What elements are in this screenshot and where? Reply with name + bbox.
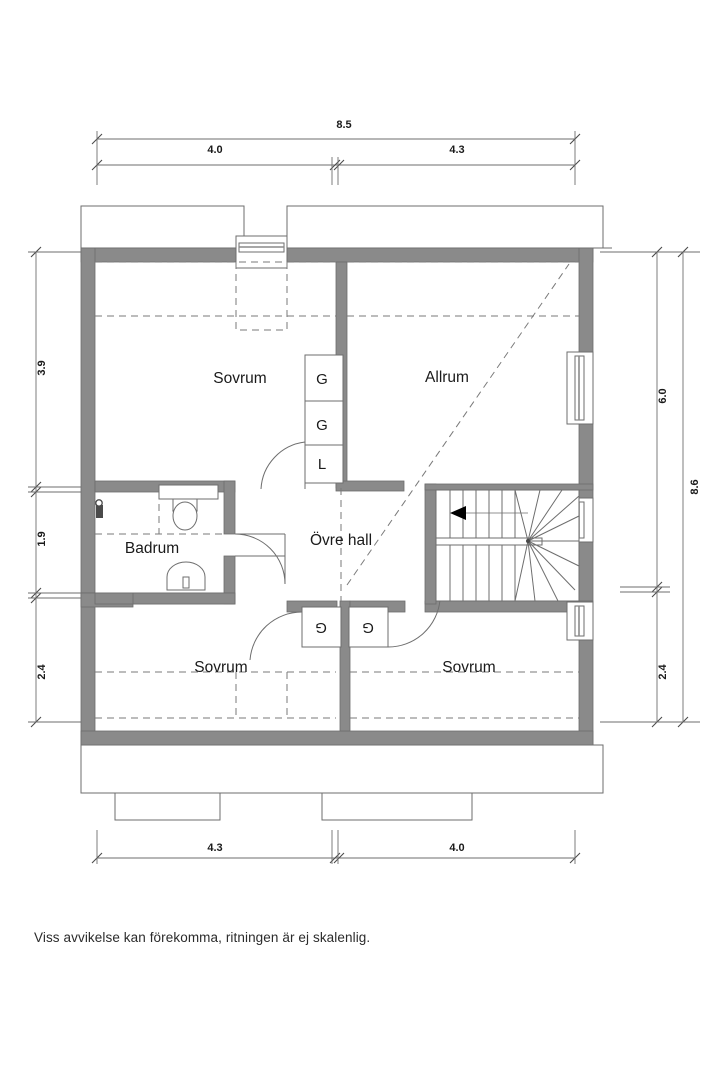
bottom-dimension-group: 4.3 4.0 [91, 830, 581, 864]
wall-valve-fixture [95, 499, 103, 518]
closet-g-upper-label: G [316, 371, 328, 388]
bathroom-fixtures-group [95, 484, 219, 591]
dim-bottom-left: 4.3 [207, 842, 222, 854]
dim-right-inner-upper: 6.0 [657, 388, 669, 403]
top-dimension-group: 8.5 4.0 4.3 [91, 119, 581, 185]
staircase [435, 489, 580, 602]
stair-direction-arrow [450, 506, 528, 520]
toilet-fixture [158, 484, 219, 531]
room-label-allrum: Allrum [425, 369, 469, 386]
room-label-ovre-hall: Övre hall [310, 531, 372, 549]
dim-top-right: 4.3 [449, 144, 464, 156]
left-dimension-group: 3.9 1.9 2.4 [28, 246, 82, 728]
closet-g-middle-label: G [316, 417, 328, 434]
window-right-3 [566, 601, 594, 641]
door-badrum [234, 533, 286, 585]
sink-fixture [166, 561, 206, 591]
room-label-sovrum-bottom-right: Sovrum [442, 659, 495, 676]
dim-left-lower: 2.4 [36, 663, 48, 679]
dim-left-middle: 1.9 [36, 531, 48, 546]
room-label-sovrum-bottom-left: Sovrum [194, 659, 247, 676]
dim-top-total: 8.5 [336, 119, 351, 131]
roof-outline-group [80, 205, 612, 821]
disclaimer-note: Viss avvikelse kan förekomma, ritningen … [34, 930, 371, 945]
dim-left-upper: 3.9 [36, 360, 48, 375]
window-top [235, 235, 288, 269]
dim-top-left: 4.0 [207, 144, 222, 156]
right-dimension-group: 6.0 8.6 2.4 [600, 246, 701, 728]
dim-right-outer-total: 8.6 [689, 479, 701, 494]
doors-group [234, 441, 441, 661]
window-right-1 [566, 351, 594, 425]
door-sovrum-bottom-right [387, 599, 441, 648]
room-labels-group: Sovrum Allrum Badrum Övre hall Sovrum So… [125, 369, 496, 676]
closet-l-label: L [318, 456, 326, 473]
dim-right-inner-lower: 2.4 [657, 663, 669, 679]
hall-closet-group: G G [301, 606, 389, 648]
dim-bottom-right: 4.0 [449, 842, 464, 854]
closet-column-group: G G L [304, 354, 344, 484]
windows-group [235, 235, 594, 641]
room-label-sovrum-top-left: Sovrum [213, 370, 266, 387]
room-label-badrum: Badrum [125, 540, 179, 557]
closet-g-hall-right-label: G [362, 619, 374, 636]
door-sovrum-top-left [260, 441, 306, 490]
door-sovrum-bottom-left [249, 611, 303, 661]
closet-g-hall-left-label: G [315, 619, 327, 636]
